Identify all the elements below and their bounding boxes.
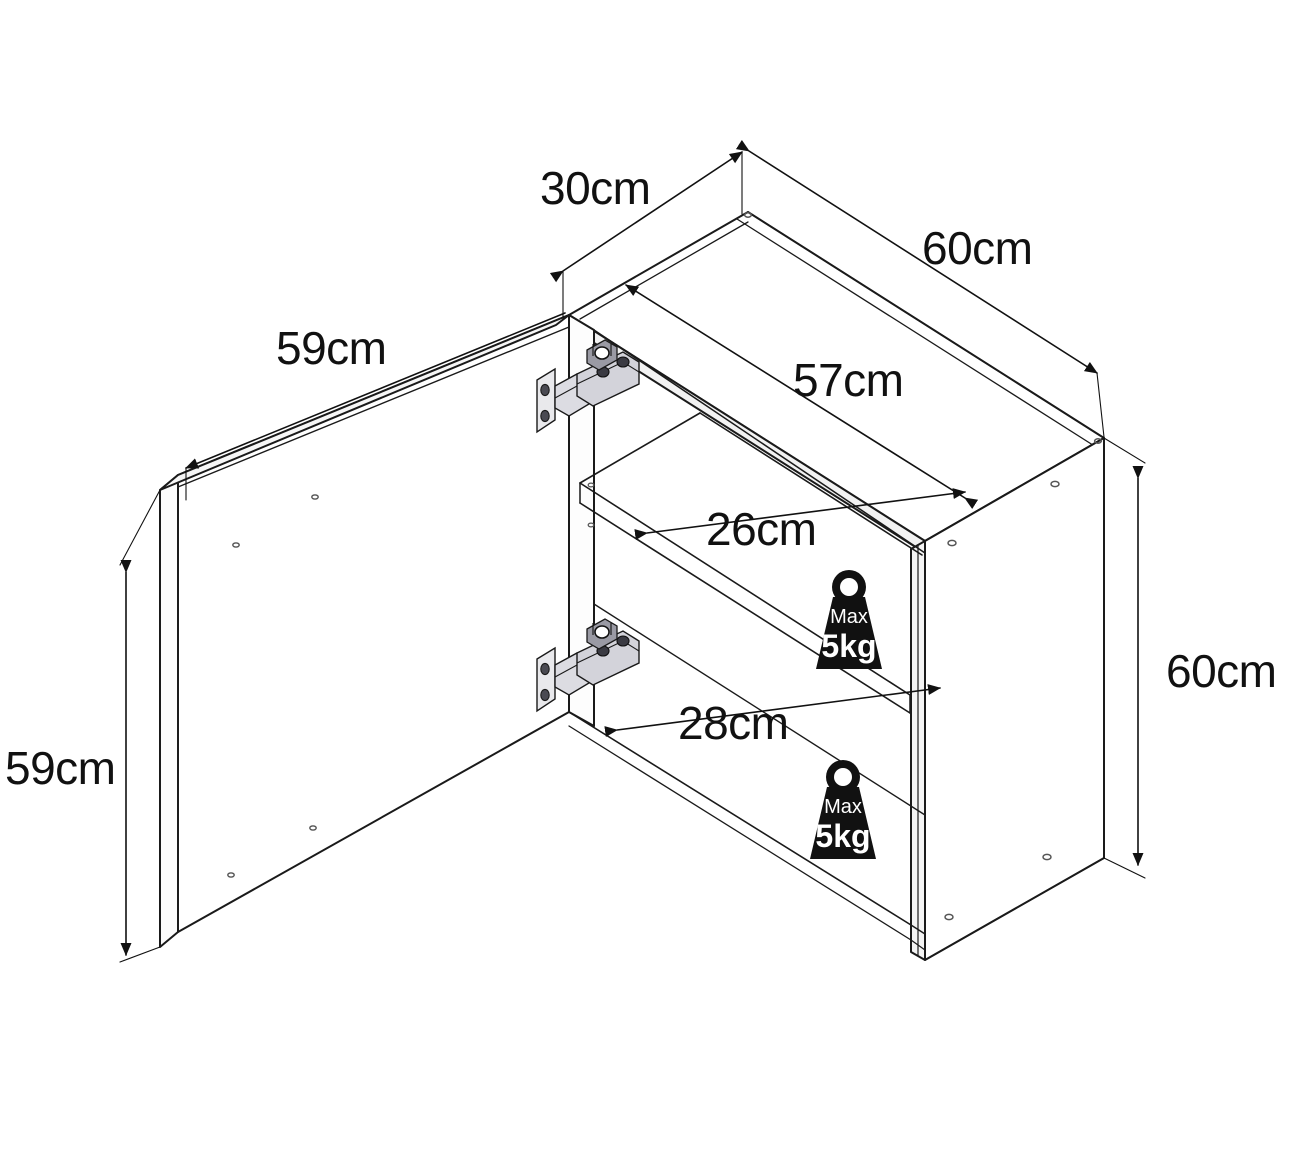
dimension-label-door-height: 59cm — [5, 742, 116, 794]
dimension-59cm-height — [119, 489, 161, 963]
dimension-label-door-width: 59cm — [276, 322, 387, 374]
dimension-label-interior-width-top: 57cm — [793, 354, 904, 406]
shelf-pin-holes — [587, 482, 595, 528]
dimension-label-door-depth-top: 30cm — [540, 162, 651, 214]
bottom-load-badge: Max 5kg — [800, 755, 886, 865]
dimension-label-cabinet-width-top: 60cm — [922, 222, 1033, 274]
dimension-label-shelf-depth: 26cm — [706, 503, 817, 555]
dimension-26cm — [634, 488, 966, 540]
hinge-upper — [536, 339, 640, 434]
weight-icon — [816, 570, 882, 669]
dimension-60cm-height — [1103, 437, 1146, 879]
door-screw-holes — [227, 494, 319, 878]
door-panel — [159, 314, 570, 948]
dimension-label-bottom-depth: 28cm — [678, 697, 789, 749]
dimension-59cm-width — [185, 312, 566, 501]
hinge-lower — [536, 618, 640, 713]
dimension-28cm — [604, 684, 941, 738]
weight-icon — [810, 760, 876, 859]
dimension-60cm-width — [735, 139, 1105, 438]
dimension-label-cabinet-height: 60cm — [1166, 645, 1277, 697]
dimension-57cm — [625, 284, 979, 510]
shelf-load-badge: Max 5kg — [806, 565, 892, 675]
